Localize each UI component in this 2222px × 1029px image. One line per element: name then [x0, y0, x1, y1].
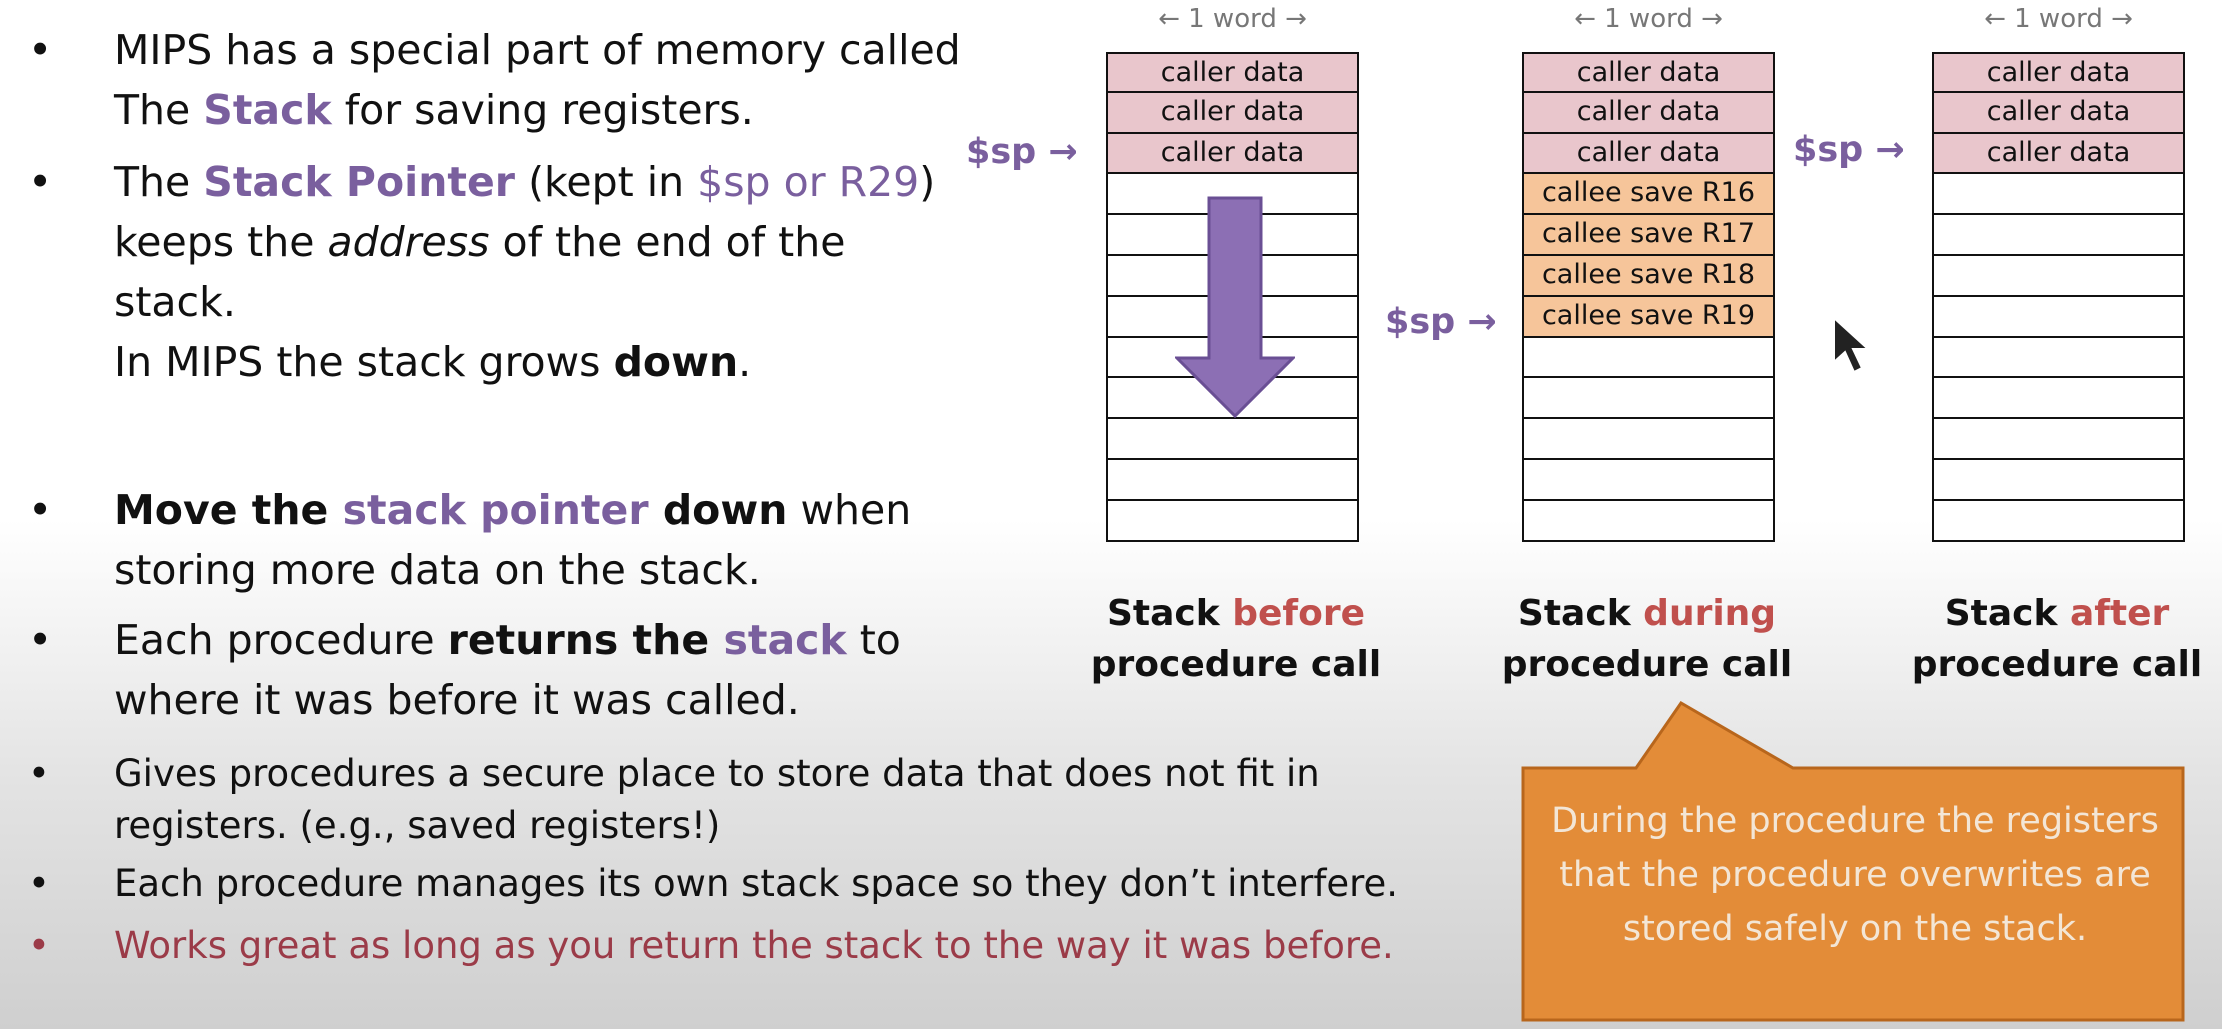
stack-cell	[1522, 459, 1775, 501]
sp-pointer-before: $sp →	[966, 132, 1078, 172]
stack-cell	[1932, 500, 2185, 542]
word-width-label: ← 1 word →	[1158, 4, 1307, 34]
mouse-cursor-icon	[1833, 316, 1871, 374]
stack-cell: caller data	[1932, 52, 2185, 93]
stack-cell	[1932, 459, 2185, 501]
sp-pointer-during: $sp →	[1385, 302, 1497, 342]
stack-cell	[1522, 500, 1775, 542]
stack-cell: caller data	[1932, 92, 2185, 134]
bullet-1-line1: MIPS has a special part of memory called	[114, 26, 961, 74]
stack-cell	[1932, 215, 2185, 256]
callout-text: During the procedure the registers that …	[1551, 801, 2159, 949]
stack-cell: callee save R19	[1522, 296, 1775, 338]
stack-cell	[1522, 378, 1775, 420]
stack-cell: caller data	[1522, 133, 1775, 175]
stack-cell	[1106, 459, 1359, 501]
stack-cell	[1106, 500, 1359, 542]
stack-cell	[1932, 174, 2185, 216]
stack-cell: callee save R16	[1522, 174, 1775, 216]
stack-cell	[1932, 255, 2185, 297]
stack-cell	[1522, 337, 1775, 379]
stack-cell: caller data	[1106, 92, 1359, 134]
sp-pointer-after: $sp →	[1793, 130, 1905, 170]
stack-after: caller data caller data caller data	[1932, 52, 2185, 542]
down-arrow-icon	[1175, 196, 1295, 418]
stack-cell: caller data	[1106, 52, 1359, 93]
stack-cell	[1522, 419, 1775, 460]
stack-cell: callee save R18	[1522, 255, 1775, 297]
stack-cell	[1932, 296, 2185, 338]
word-width-label: ← 1 word →	[1984, 4, 2133, 34]
stack-cell: caller data	[1932, 133, 2185, 175]
stack-cell: caller data	[1106, 133, 1359, 175]
stack-cell: callee save R17	[1522, 215, 1775, 256]
stack-during: caller data caller data caller data call…	[1522, 52, 1775, 542]
word-width-label: ← 1 word →	[1574, 4, 1723, 34]
stack-cell: caller data	[1522, 52, 1775, 93]
stack-cell	[1932, 378, 2185, 420]
callout-bubble	[1521, 701, 2185, 1022]
stack-cell	[1106, 419, 1359, 460]
stack-cell	[1932, 419, 2185, 460]
stack-cell	[1932, 337, 2185, 379]
stack-cell: caller data	[1522, 92, 1775, 134]
